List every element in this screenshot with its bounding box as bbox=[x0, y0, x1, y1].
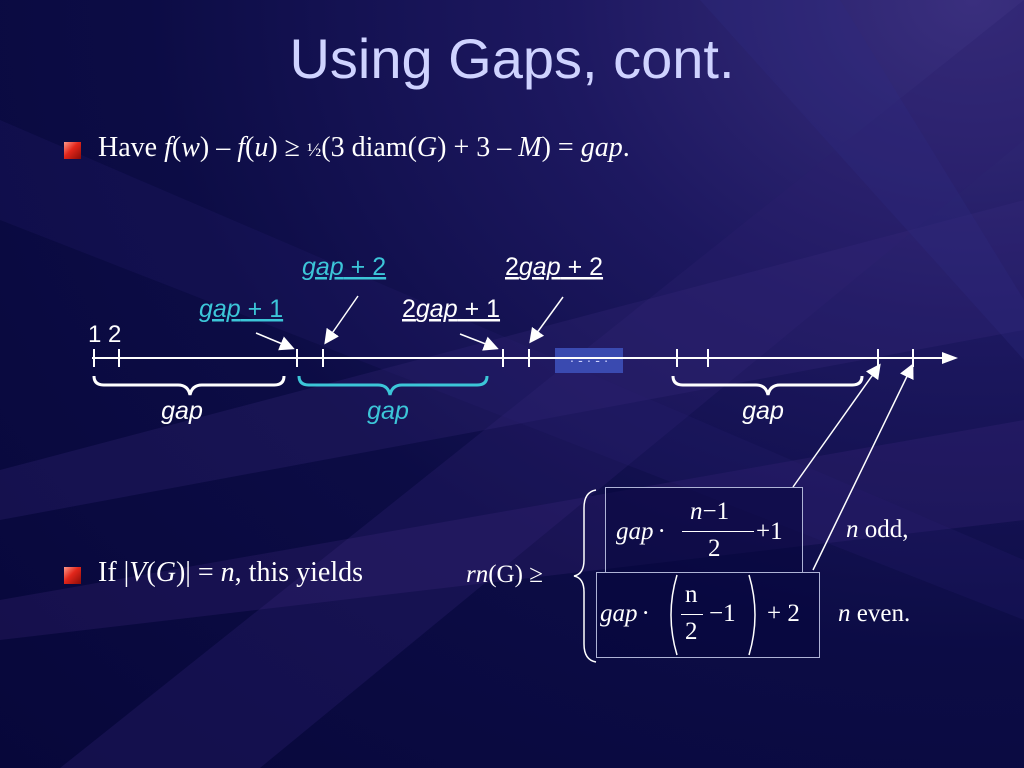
arrow-odd-case bbox=[792, 363, 881, 488]
var-G: G bbox=[155, 557, 176, 588]
brace-3 bbox=[671, 375, 864, 396]
even-denominator: 2 bbox=[685, 618, 698, 645]
odd-numerator: n−1 bbox=[690, 498, 730, 525]
gap-label-2: gap bbox=[367, 397, 409, 425]
even-fraction-bar bbox=[681, 614, 703, 615]
ellipsis-text: · - · - · bbox=[570, 352, 609, 368]
plus-three: ) + 3 – bbox=[437, 132, 519, 163]
label-gap-plus-1: gap + 1 bbox=[199, 295, 283, 323]
start-labels: 1 2 bbox=[88, 321, 121, 348]
odd-plus1: +1 bbox=[756, 518, 783, 545]
arrow-even-case bbox=[812, 363, 914, 571]
formula-lhs: rn(G) ≥ bbox=[466, 561, 543, 589]
bullet-square-icon bbox=[64, 567, 81, 584]
var-G: G bbox=[416, 132, 438, 163]
var-n: n bbox=[220, 557, 235, 588]
bullet2-text: If |V(G)| = n, this yields bbox=[98, 557, 364, 588]
var-f2: f bbox=[237, 132, 245, 163]
have-word: Have bbox=[98, 132, 165, 163]
number-line-arrow-icon bbox=[942, 352, 958, 364]
even-gap: gap· bbox=[600, 600, 650, 627]
op-minus: ) – bbox=[199, 132, 238, 163]
arrow-gap-plus-1 bbox=[255, 332, 295, 351]
brace-1 bbox=[92, 375, 286, 396]
label-2gap-plus-2: 2gap + 2 bbox=[505, 253, 603, 281]
rn-symbol: rn bbox=[466, 561, 489, 588]
var-w: w bbox=[181, 132, 200, 163]
odd-denominator: 2 bbox=[708, 535, 721, 562]
var-M: M bbox=[518, 132, 542, 163]
even-numerator: n bbox=[685, 581, 698, 608]
odd-case-box: gap· n−1 2 +1 bbox=[605, 487, 803, 573]
even-minus1: −1 bbox=[709, 600, 736, 627]
odd-fraction-bar bbox=[682, 531, 754, 532]
case-odd-label: n odd, bbox=[846, 516, 909, 543]
even-parentheses bbox=[670, 574, 756, 656]
lhs-G: (G) ≥ bbox=[488, 561, 543, 588]
arrow-gap-plus-2 bbox=[324, 295, 359, 345]
var-u: u bbox=[254, 132, 269, 163]
diam-text: (3 diam( bbox=[321, 132, 417, 163]
odd-gap: gap· bbox=[616, 518, 666, 545]
var-gap: gap bbox=[580, 132, 623, 163]
if-text: If | bbox=[98, 557, 130, 588]
case-even-label: n even. bbox=[838, 600, 911, 627]
op-geq: ) ≥ bbox=[268, 132, 308, 163]
bullet-square-icon bbox=[64, 142, 81, 159]
equals: ) = bbox=[541, 132, 581, 163]
arrow-2gap-plus-2 bbox=[529, 296, 564, 344]
label-2gap-plus-1: 2gap + 1 bbox=[402, 295, 500, 323]
var-f1: f bbox=[164, 132, 172, 163]
even-case-box: gap· n 2 −1 + 2 bbox=[596, 572, 820, 658]
brace-2 bbox=[297, 375, 489, 396]
equals-text: )| = bbox=[175, 557, 221, 588]
half-symbol: ½ bbox=[307, 140, 322, 161]
yields-text: , this yields bbox=[234, 557, 364, 588]
arrow-2gap-plus-1 bbox=[459, 333, 499, 351]
slide-title: Using Gaps, cont. bbox=[289, 27, 735, 90]
var-V: V bbox=[129, 557, 147, 588]
period: . bbox=[622, 132, 630, 163]
label-gap-plus-2: gap + 2 bbox=[302, 253, 386, 281]
even-plus2: + 2 bbox=[767, 600, 800, 627]
left-brace-icon bbox=[573, 489, 597, 663]
gap-label-3: gap bbox=[742, 397, 784, 425]
bullet1-text: Have f(w) – f(u) ≥ ½(3 diam(G) + 3 – M) … bbox=[98, 132, 630, 163]
gap-label-1: gap bbox=[161, 397, 203, 425]
pointer-arrows bbox=[255, 295, 914, 571]
ellipsis-box bbox=[555, 348, 623, 373]
